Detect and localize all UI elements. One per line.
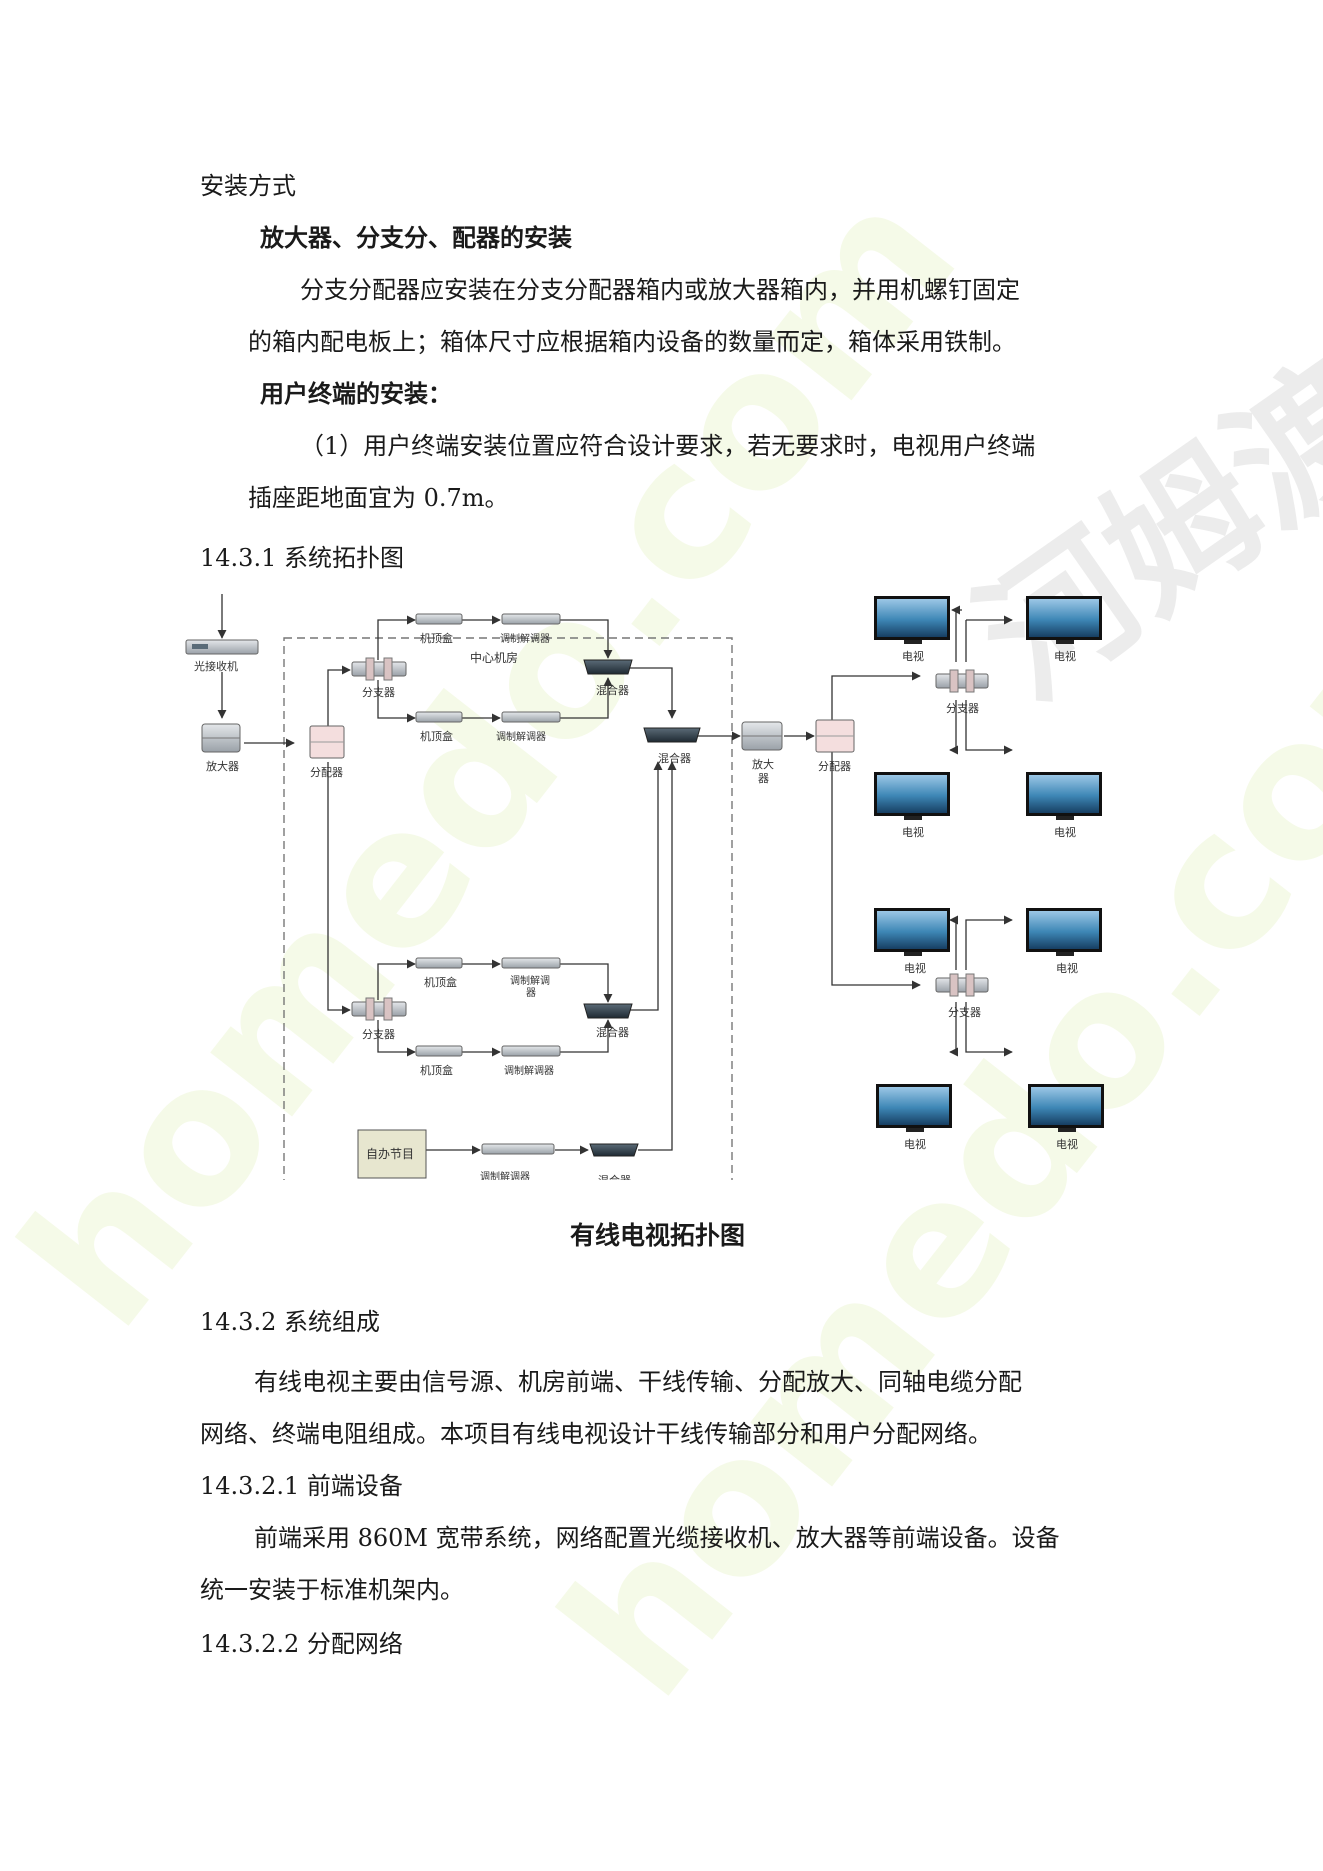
modulator-1: 调制解调器 <box>500 613 561 645</box>
paragraph-2-line-2: 插座距地面宜为 0.7m。 <box>248 484 509 512</box>
tv-7-label: 电视 <box>904 1137 926 1151</box>
mixer-main-label: 混合器 <box>658 751 691 765</box>
modulator-2: 调制解调器 <box>496 711 561 743</box>
tv-4: 电视 <box>1026 772 1102 839</box>
tap-right-lower: 分支器 <box>935 973 989 1019</box>
tv-1: 电视 <box>874 596 950 663</box>
tap-center-upper: 分支器 <box>351 657 407 699</box>
tap-center-lower-label: 分支器 <box>362 1028 395 1041</box>
optical-receiver: 光接收机 <box>185 639 259 673</box>
heading-14-3-2: 14.3.2 系统组成 <box>200 1308 380 1336</box>
tap-center-upper-label: 分支器 <box>362 686 395 699</box>
tv-4-label: 电视 <box>1054 825 1076 839</box>
tv-5: 电视 <box>874 908 950 975</box>
modulator-4-label: 调制解调器 <box>504 1064 554 1077</box>
modulator-5: 调制解调器 <box>480 1143 555 1180</box>
tv-8: 电视 <box>1028 1084 1104 1151</box>
tv-2-label: 电视 <box>1054 649 1076 663</box>
mixer-lower: 混合器 <box>583 1003 633 1039</box>
tv-3: 电视 <box>874 772 950 839</box>
tap-right-upper: 分支器 <box>935 669 989 715</box>
stb-1: 机顶盒 <box>415 613 463 645</box>
stb-4-label: 机顶盒 <box>420 1063 453 1077</box>
sub-heading-terminal-install: 用户终端的安装： <box>260 379 452 408</box>
mixer-lower-label: 混合器 <box>596 1025 629 1039</box>
mixer-self-label: 混合器 <box>598 1173 631 1180</box>
amplifier-left-label: 放大器 <box>206 759 239 773</box>
tv-5-label: 电视 <box>904 961 926 975</box>
paragraph-1-line-2: 的箱内配电板上；箱体尺寸应根据箱内设备的数量而定，箱体采用铁制。 <box>248 328 1016 356</box>
distributor-center-label: 分配器 <box>310 766 343 779</box>
mixer-self: 混合器 <box>589 1143 639 1180</box>
paragraph-4-line-2: 统一安装于标准机架内。 <box>200 1576 464 1604</box>
tv-6-label: 电视 <box>1056 961 1078 975</box>
center-room-label: 中心机房 <box>470 650 518 665</box>
amplifier-right-label-line-2: 器 <box>758 772 769 785</box>
modulator-1-label: 调制解调器 <box>500 632 550 645</box>
tv-2: 电视 <box>1026 596 1102 663</box>
center-room-boundary <box>283 637 733 1180</box>
optical-receiver-label: 光接收机 <box>194 659 238 673</box>
distributor-right: 分配器 <box>815 719 855 773</box>
modulator-2-label: 调制解调器 <box>496 730 546 743</box>
diagram-caption: 有线电视拓扑图 <box>570 1221 746 1250</box>
modulator-5-label: 调制解调器 <box>480 1170 530 1180</box>
stb-3: 机顶盒 <box>415 957 463 989</box>
self-program-source: 自办节目 <box>357 1129 427 1179</box>
self-program-label: 自办节目 <box>366 1146 414 1161</box>
mixer-upper: 混合器 <box>583 659 633 697</box>
amplifier-right: 放大 器 <box>741 721 783 785</box>
stb-3-label: 机顶盒 <box>424 975 457 989</box>
modulator-4: 调制解调器 <box>501 1045 561 1077</box>
paragraph-1-line-1: 分支分配器应安装在分支分配器箱内或放大器箱内，并用机螺钉固定 <box>300 276 1020 304</box>
amplifier-right-label-line-1: 放大 <box>752 757 774 771</box>
heading-14-3-1: 14.3.1 系统拓扑图 <box>200 544 404 572</box>
stb-4: 机顶盒 <box>415 1045 463 1077</box>
distributor-right-label: 分配器 <box>818 760 851 773</box>
modulator-3: 调制解调 器 <box>501 957 561 999</box>
tv-6: 电视 <box>1026 908 1102 975</box>
install-heading: 安装方式 <box>200 172 296 200</box>
modulator-3-label-line-1: 调制解调 <box>510 974 550 987</box>
tv-1-label: 电视 <box>902 649 924 663</box>
amplifier-left: 放大器 <box>201 723 241 773</box>
cable-tv-topology-diagram: 中心机房 <box>185 594 1104 1180</box>
mixer-main: 混合器 <box>643 727 701 765</box>
tv-3-label: 电视 <box>902 825 924 839</box>
mixer-upper-label: 混合器 <box>596 683 629 697</box>
stb-1-label: 机顶盒 <box>420 631 453 645</box>
paragraph-4-line-1: 前端采用 860M 宽带系统，网络配置光缆接收机、放大器等前端设备。设备 <box>254 1524 1060 1552</box>
paragraph-3-line-2: 网络、终端电阻组成。本项目有线电视设计干线传输部分和用户分配网络。 <box>200 1420 992 1448</box>
modulator-3-label-line-2: 器 <box>526 987 536 999</box>
distributor-center: 分配器 <box>309 725 345 779</box>
paragraph-3-line-1: 有线电视主要由信号源、机房前端、干线传输、分配放大、同轴电缆分配 <box>254 1368 1022 1396</box>
paragraph-2-line-1: （1）用户终端安装位置应符合设计要求，若无要求时，电视用户终端 <box>300 432 1036 460</box>
stb-2: 机顶盒 <box>415 711 463 743</box>
heading-14-3-2-1: 14.3.2.1 前端设备 <box>200 1472 403 1500</box>
tap-right-lower-label: 分支器 <box>948 1006 981 1019</box>
stb-2-label: 机顶盒 <box>420 729 453 743</box>
tap-center-lower: 分支器 <box>351 997 407 1041</box>
heading-14-3-2-2: 14.3.2.2 分配网络 <box>200 1630 403 1658</box>
tv-7: 电视 <box>876 1084 952 1151</box>
tv-8-label: 电视 <box>1056 1137 1078 1151</box>
tap-right-upper-label: 分支器 <box>946 702 979 715</box>
sub-heading-amplifier-install: 放大器、分支分、配器的安装 <box>260 223 572 252</box>
